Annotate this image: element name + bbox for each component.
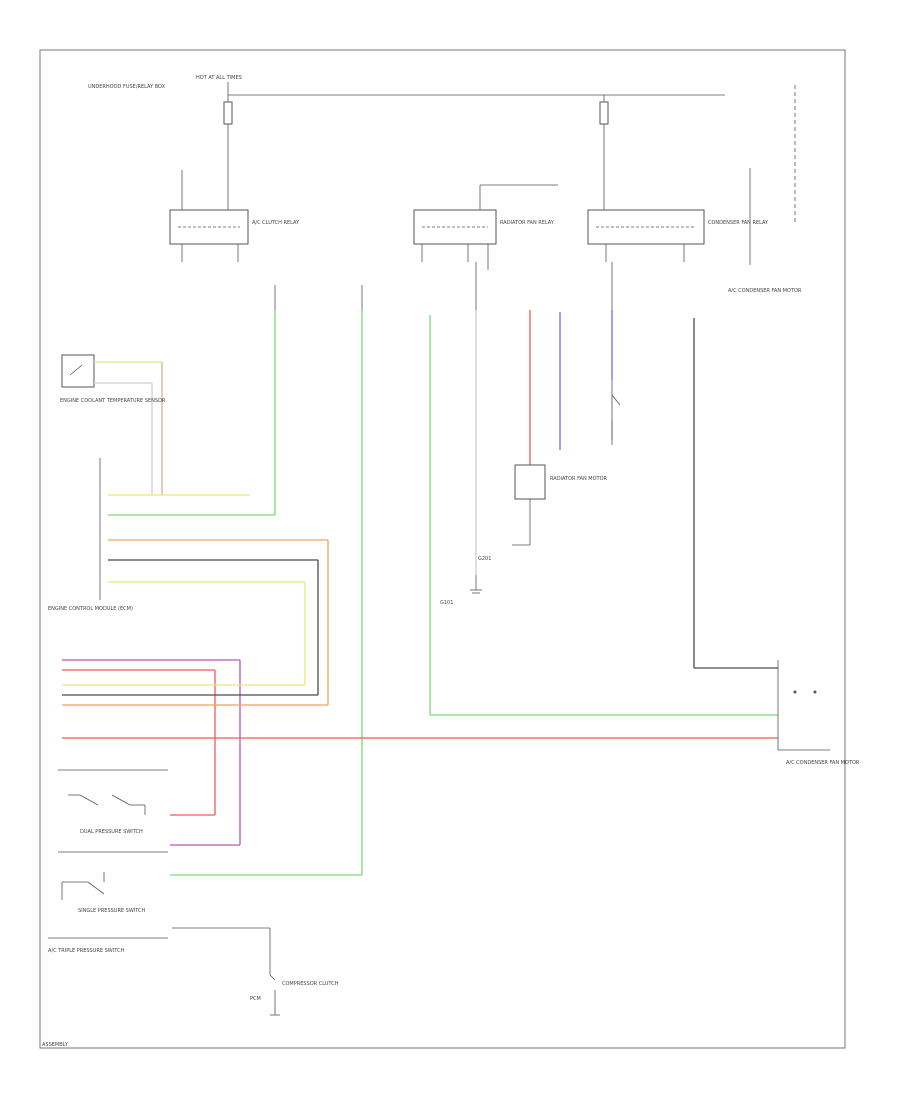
- ac-pressure-label: A/C TRIPLE PRESSURE SWITCH: [48, 948, 124, 954]
- vertical-wires: [274, 262, 695, 875]
- condenser-connector: [777, 660, 830, 751]
- relay-right: [587, 209, 705, 262]
- dual-pressure-switch: [58, 769, 240, 853]
- diagram-frame: [39, 49, 846, 1049]
- sensor-label: ENGINE COOLANT TEMPERATURE SENSOR: [60, 398, 166, 404]
- ground-mid: [470, 575, 482, 594]
- relay-mid: [413, 184, 558, 270]
- ground-right-label: G201: [478, 556, 491, 562]
- ground-left-label: G101: [440, 600, 453, 606]
- compressor-label: COMPRESSOR CLUTCH: [282, 981, 339, 987]
- harness-bundle: [62, 659, 328, 845]
- footer-label: ASSEMBLY: [42, 1042, 69, 1048]
- ecm-label: ENGINE CONTROL MODULE (ECM): [48, 606, 133, 612]
- fan-motor-mid: [512, 464, 546, 546]
- fuse-left: [223, 101, 233, 125]
- relay-left: [169, 170, 249, 262]
- hot-label: HOT AT ALL TIMES: [196, 75, 242, 81]
- fuse-right: [599, 101, 609, 125]
- single-pressure-label: SINGLE PRESSURE SWITCH: [78, 908, 146, 914]
- condenser-label: A/C CONDENSER FAN MOTOR: [786, 760, 860, 766]
- refrigerant-sensor: [61, 354, 163, 495]
- power-source-label: UNDERHOOD FUSE/RELAY BOX: [88, 84, 166, 90]
- relay-mid-label: RADIATOR FAN RELAY: [500, 220, 555, 226]
- radiator-fan-motor-label: RADIATOR FAN MOTOR: [550, 476, 608, 482]
- pcm-note-label: PCM: [250, 996, 261, 1002]
- fan-switch: [611, 394, 621, 440]
- compressor-feed: [172, 927, 280, 1016]
- dual-pressure-label: DUAL PRESSURE SWITCH: [80, 829, 143, 835]
- relay-right-label: CONDENSER FAN RELAY: [708, 220, 769, 226]
- right-fuse-label: A/C CONDENSER FAN MOTOR: [728, 288, 802, 294]
- power-bus: [223, 82, 796, 225]
- ecm-connector: [99, 458, 329, 705]
- single-pressure-switch: [48, 872, 168, 939]
- relay-left-label: A/C CLUTCH RELAY: [252, 220, 300, 226]
